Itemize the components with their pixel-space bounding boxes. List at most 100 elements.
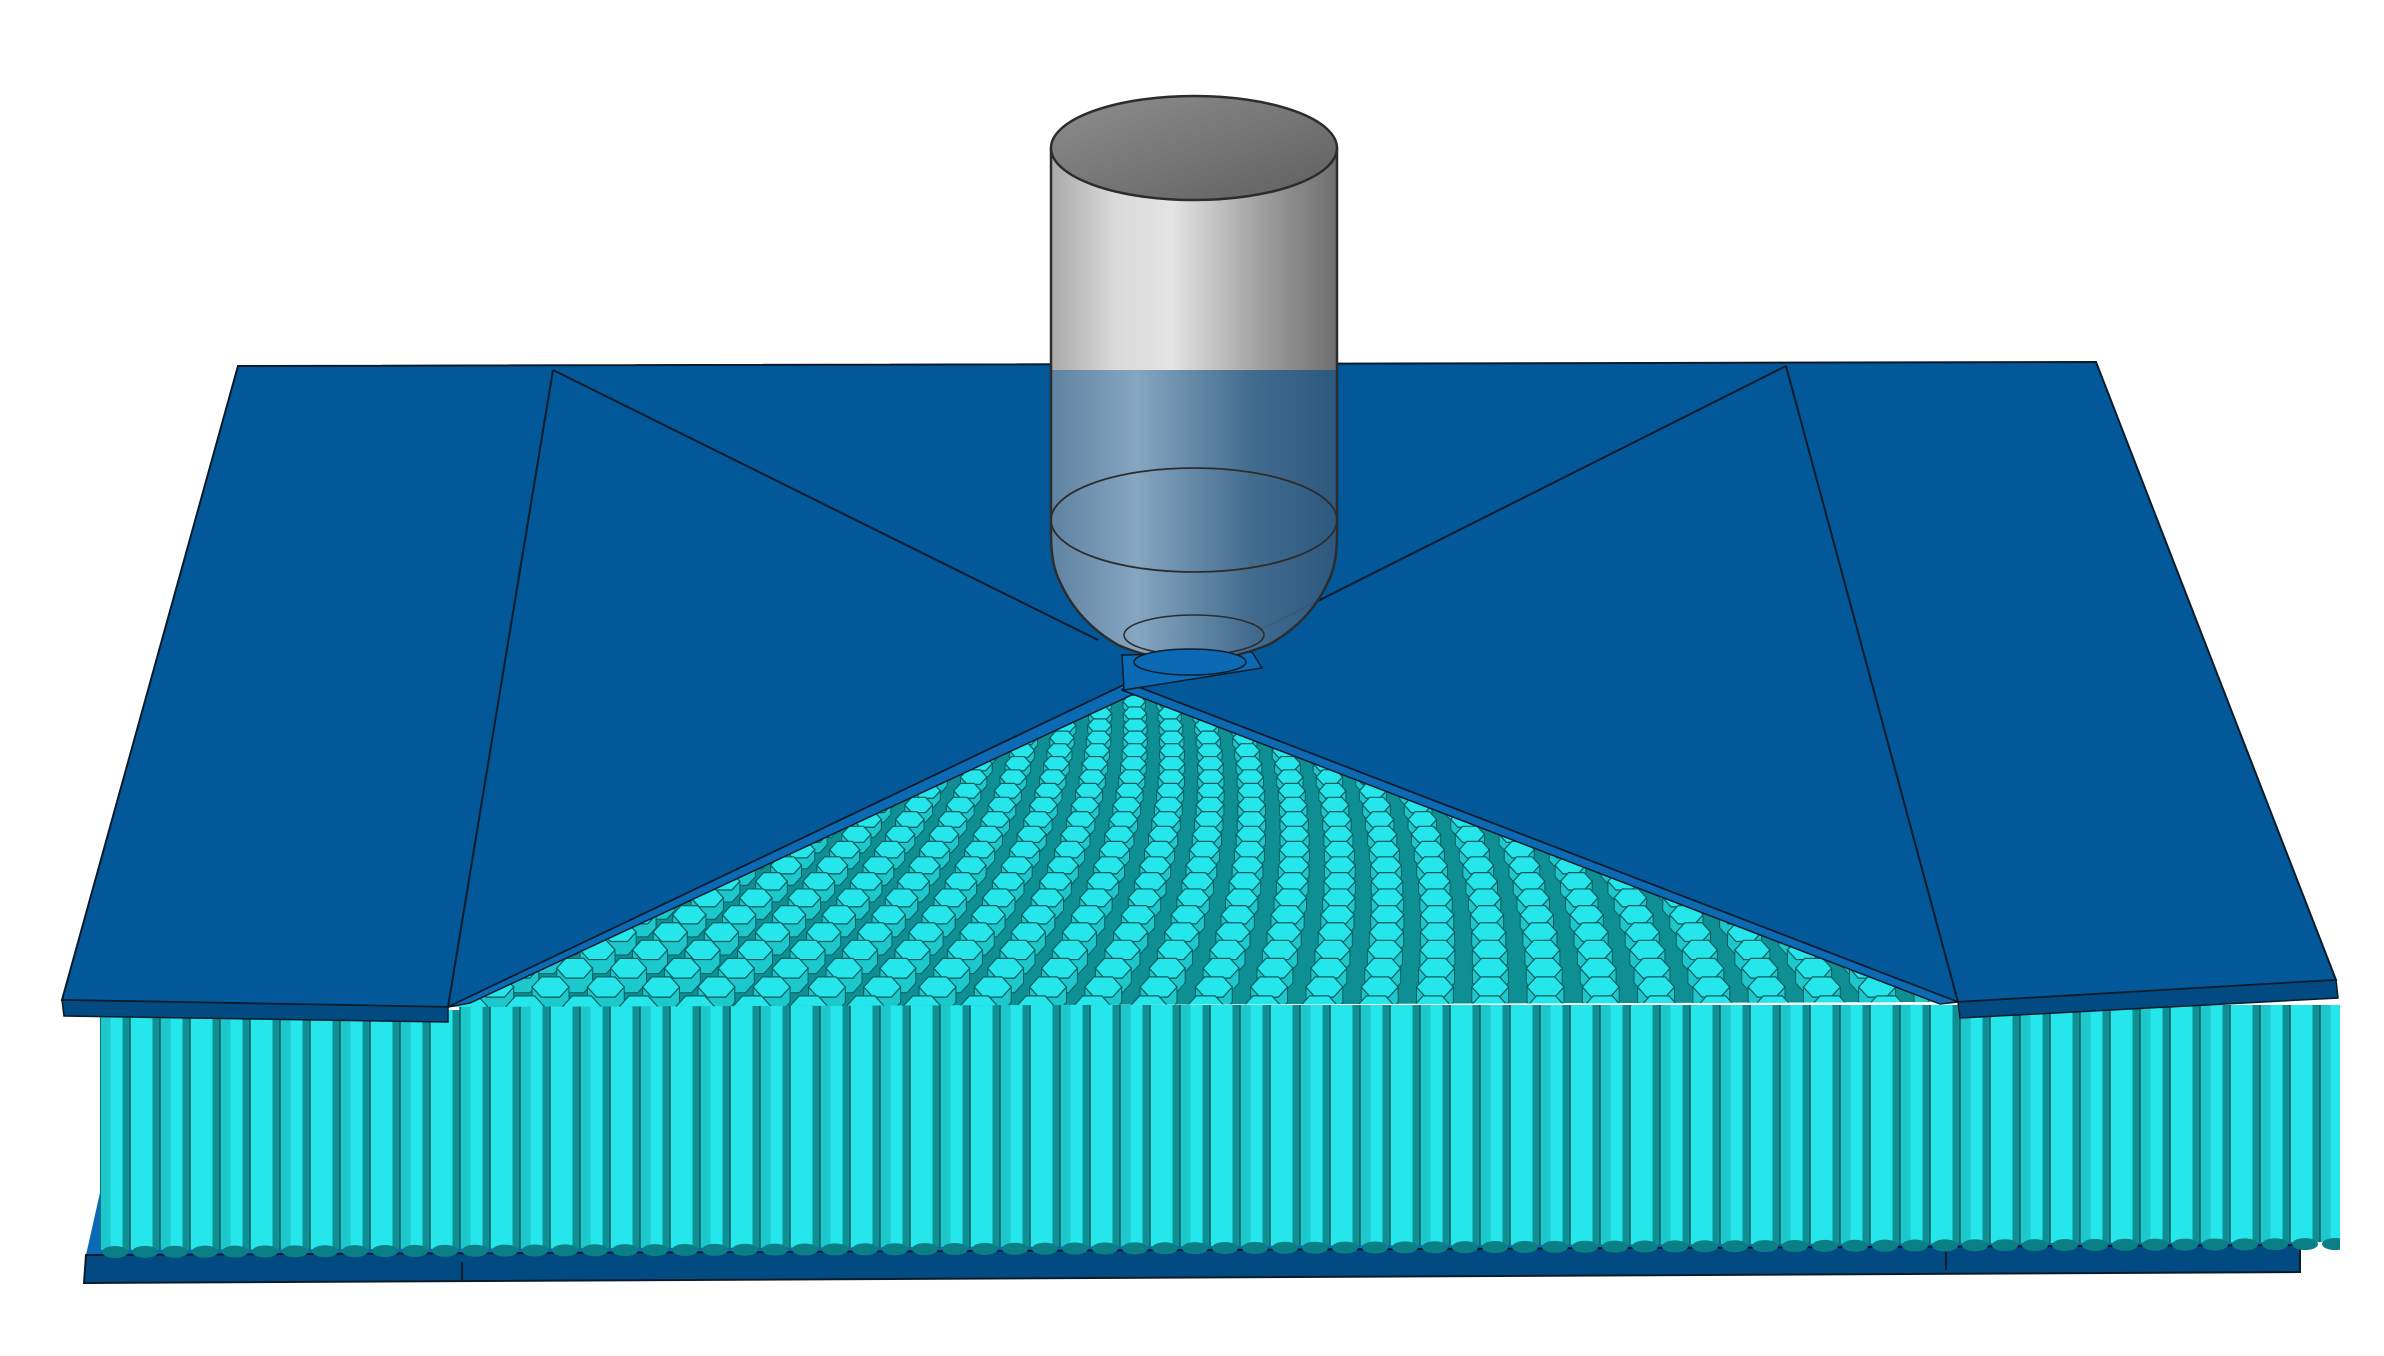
core-cell-bottom <box>1242 1241 1268 1254</box>
core-cell-top <box>1185 856 1218 875</box>
core-cell-wall <box>1562 1005 1571 1245</box>
core-cell-wall <box>842 1005 851 1248</box>
core-cell-wall <box>830 1005 843 1248</box>
core-cell-wall <box>2120 1005 2133 1243</box>
core-cell-wall <box>370 1010 381 1250</box>
core-cell-bottom <box>912 1243 938 1256</box>
core-cell-top <box>1519 905 1555 925</box>
core-cell-bottom <box>852 1243 878 1256</box>
core-cell-top <box>1231 856 1264 875</box>
core-cell-bottom <box>372 1245 398 1258</box>
core-cell-top <box>1157 769 1186 785</box>
core-cell-wall <box>272 1010 281 1250</box>
core-cell-top <box>531 976 570 998</box>
core-cell-wall <box>410 1010 423 1249</box>
core-cell-wall <box>2290 1005 2301 1243</box>
core-cell-wall <box>1262 1005 1271 1246</box>
core-cell-top <box>1030 888 1065 908</box>
core-cell-wall <box>770 1005 783 1248</box>
core-cell-top <box>609 957 648 979</box>
core-cell-top <box>1139 856 1172 875</box>
core-cell-wall <box>580 1005 591 1249</box>
core-cell-wall <box>1490 1005 1503 1246</box>
core-cell-top <box>1228 872 1262 891</box>
core-cell-wall <box>1930 1005 1941 1244</box>
core-cell-top <box>1119 755 1148 772</box>
core-cell-top <box>1004 755 1032 772</box>
core-cell-wall <box>1810 1005 1821 1244</box>
core-cell-top <box>1181 872 1215 891</box>
core-cell-bottom <box>1752 1240 1778 1253</box>
core-cell-top <box>1576 939 1614 961</box>
core-cell-wall <box>1922 1005 1931 1244</box>
core-cell-wall <box>1450 1005 1461 1246</box>
core-cell-wall <box>1550 1005 1563 1245</box>
core-cell-wall <box>1250 1005 1263 1246</box>
core-cell-top <box>1000 856 1033 875</box>
core-cell-bottom <box>1932 1239 1958 1252</box>
core-cell-top <box>944 872 978 891</box>
core-cell-top <box>1454 825 1486 843</box>
core-cell-wall <box>872 1005 881 1248</box>
core-cell-top <box>802 872 836 891</box>
core-cell-wall <box>1600 1005 1611 1245</box>
core-cell-bottom <box>1692 1240 1718 1253</box>
core-cell-wall <box>1190 1005 1203 1247</box>
core-cell-top <box>1802 976 1842 998</box>
core-cell-top <box>1419 888 1454 908</box>
core-cell-bottom <box>1482 1241 1508 1254</box>
core-cell-wall <box>110 1010 123 1250</box>
core-cell-wall <box>1592 1005 1601 1245</box>
core-cell-wall <box>200 1010 213 1250</box>
core-cell-wall <box>340 1010 351 1250</box>
core-cell-top <box>1794 957 1833 979</box>
core-cell-wall <box>1330 1005 1341 1246</box>
core-cell-wall <box>310 1010 321 1250</box>
core-cell-bottom <box>942 1242 968 1255</box>
core-cell-wall <box>1622 1005 1631 1245</box>
core-cell-bottom <box>1032 1242 1058 1255</box>
core-cell-top <box>1681 939 1719 961</box>
core-cell-top <box>1370 872 1404 891</box>
core-cell-wall <box>752 1005 761 1248</box>
core-cell-wall <box>1120 1005 1131 1247</box>
core-cell-bottom <box>402 1244 428 1257</box>
core-cell-top <box>586 976 626 998</box>
core-cell-wall <box>1510 1005 1521 1245</box>
core-cell-wall <box>1210 1005 1221 1247</box>
core-cell-wall <box>572 1005 581 1249</box>
core-cell-wall <box>1112 1005 1121 1247</box>
core-cell-top <box>1275 769 1304 785</box>
core-cell-wall <box>152 1010 161 1250</box>
core-cell-wall <box>550 1005 561 1249</box>
core-cell-wall <box>2252 1005 2261 1243</box>
core-cell-wall <box>2230 1005 2241 1243</box>
core-cell-wall <box>1960 1009 1971 1244</box>
core-cell-wall <box>1390 1005 1401 1246</box>
core-cell-wall <box>2012 1008 2021 1244</box>
core-cell-top <box>1278 840 1311 859</box>
core-cell-wall <box>122 1010 131 1250</box>
core-cell-wall <box>1300 1005 1311 1246</box>
core-cell-wall <box>902 1005 911 1248</box>
core-cell-wall <box>2240 1005 2253 1243</box>
core-cell-top <box>1747 976 1786 998</box>
core-cell-bottom <box>132 1245 158 1258</box>
core-cell-bottom <box>2202 1238 2228 1251</box>
core-cell-bottom <box>1092 1242 1118 1255</box>
core-cell-wall <box>920 1005 933 1248</box>
core-cell-bottom <box>1332 1241 1358 1254</box>
core-cell-wall <box>1900 1005 1911 1244</box>
core-cell-bottom <box>1452 1241 1478 1254</box>
core-cell-wall <box>212 1010 221 1250</box>
core-cell-wall <box>1880 1005 1893 1244</box>
core-cell-wall <box>170 1010 183 1250</box>
core-cell-wall <box>662 1005 671 1249</box>
core-cell-top <box>1224 888 1259 908</box>
core-cell-wall <box>440 1010 453 1249</box>
core-cell-bottom <box>1602 1240 1628 1253</box>
core-cell-top <box>1462 856 1495 875</box>
core-cell-top <box>1065 811 1096 828</box>
core-cell-top <box>896 872 931 891</box>
core-cell-top <box>1361 796 1392 814</box>
